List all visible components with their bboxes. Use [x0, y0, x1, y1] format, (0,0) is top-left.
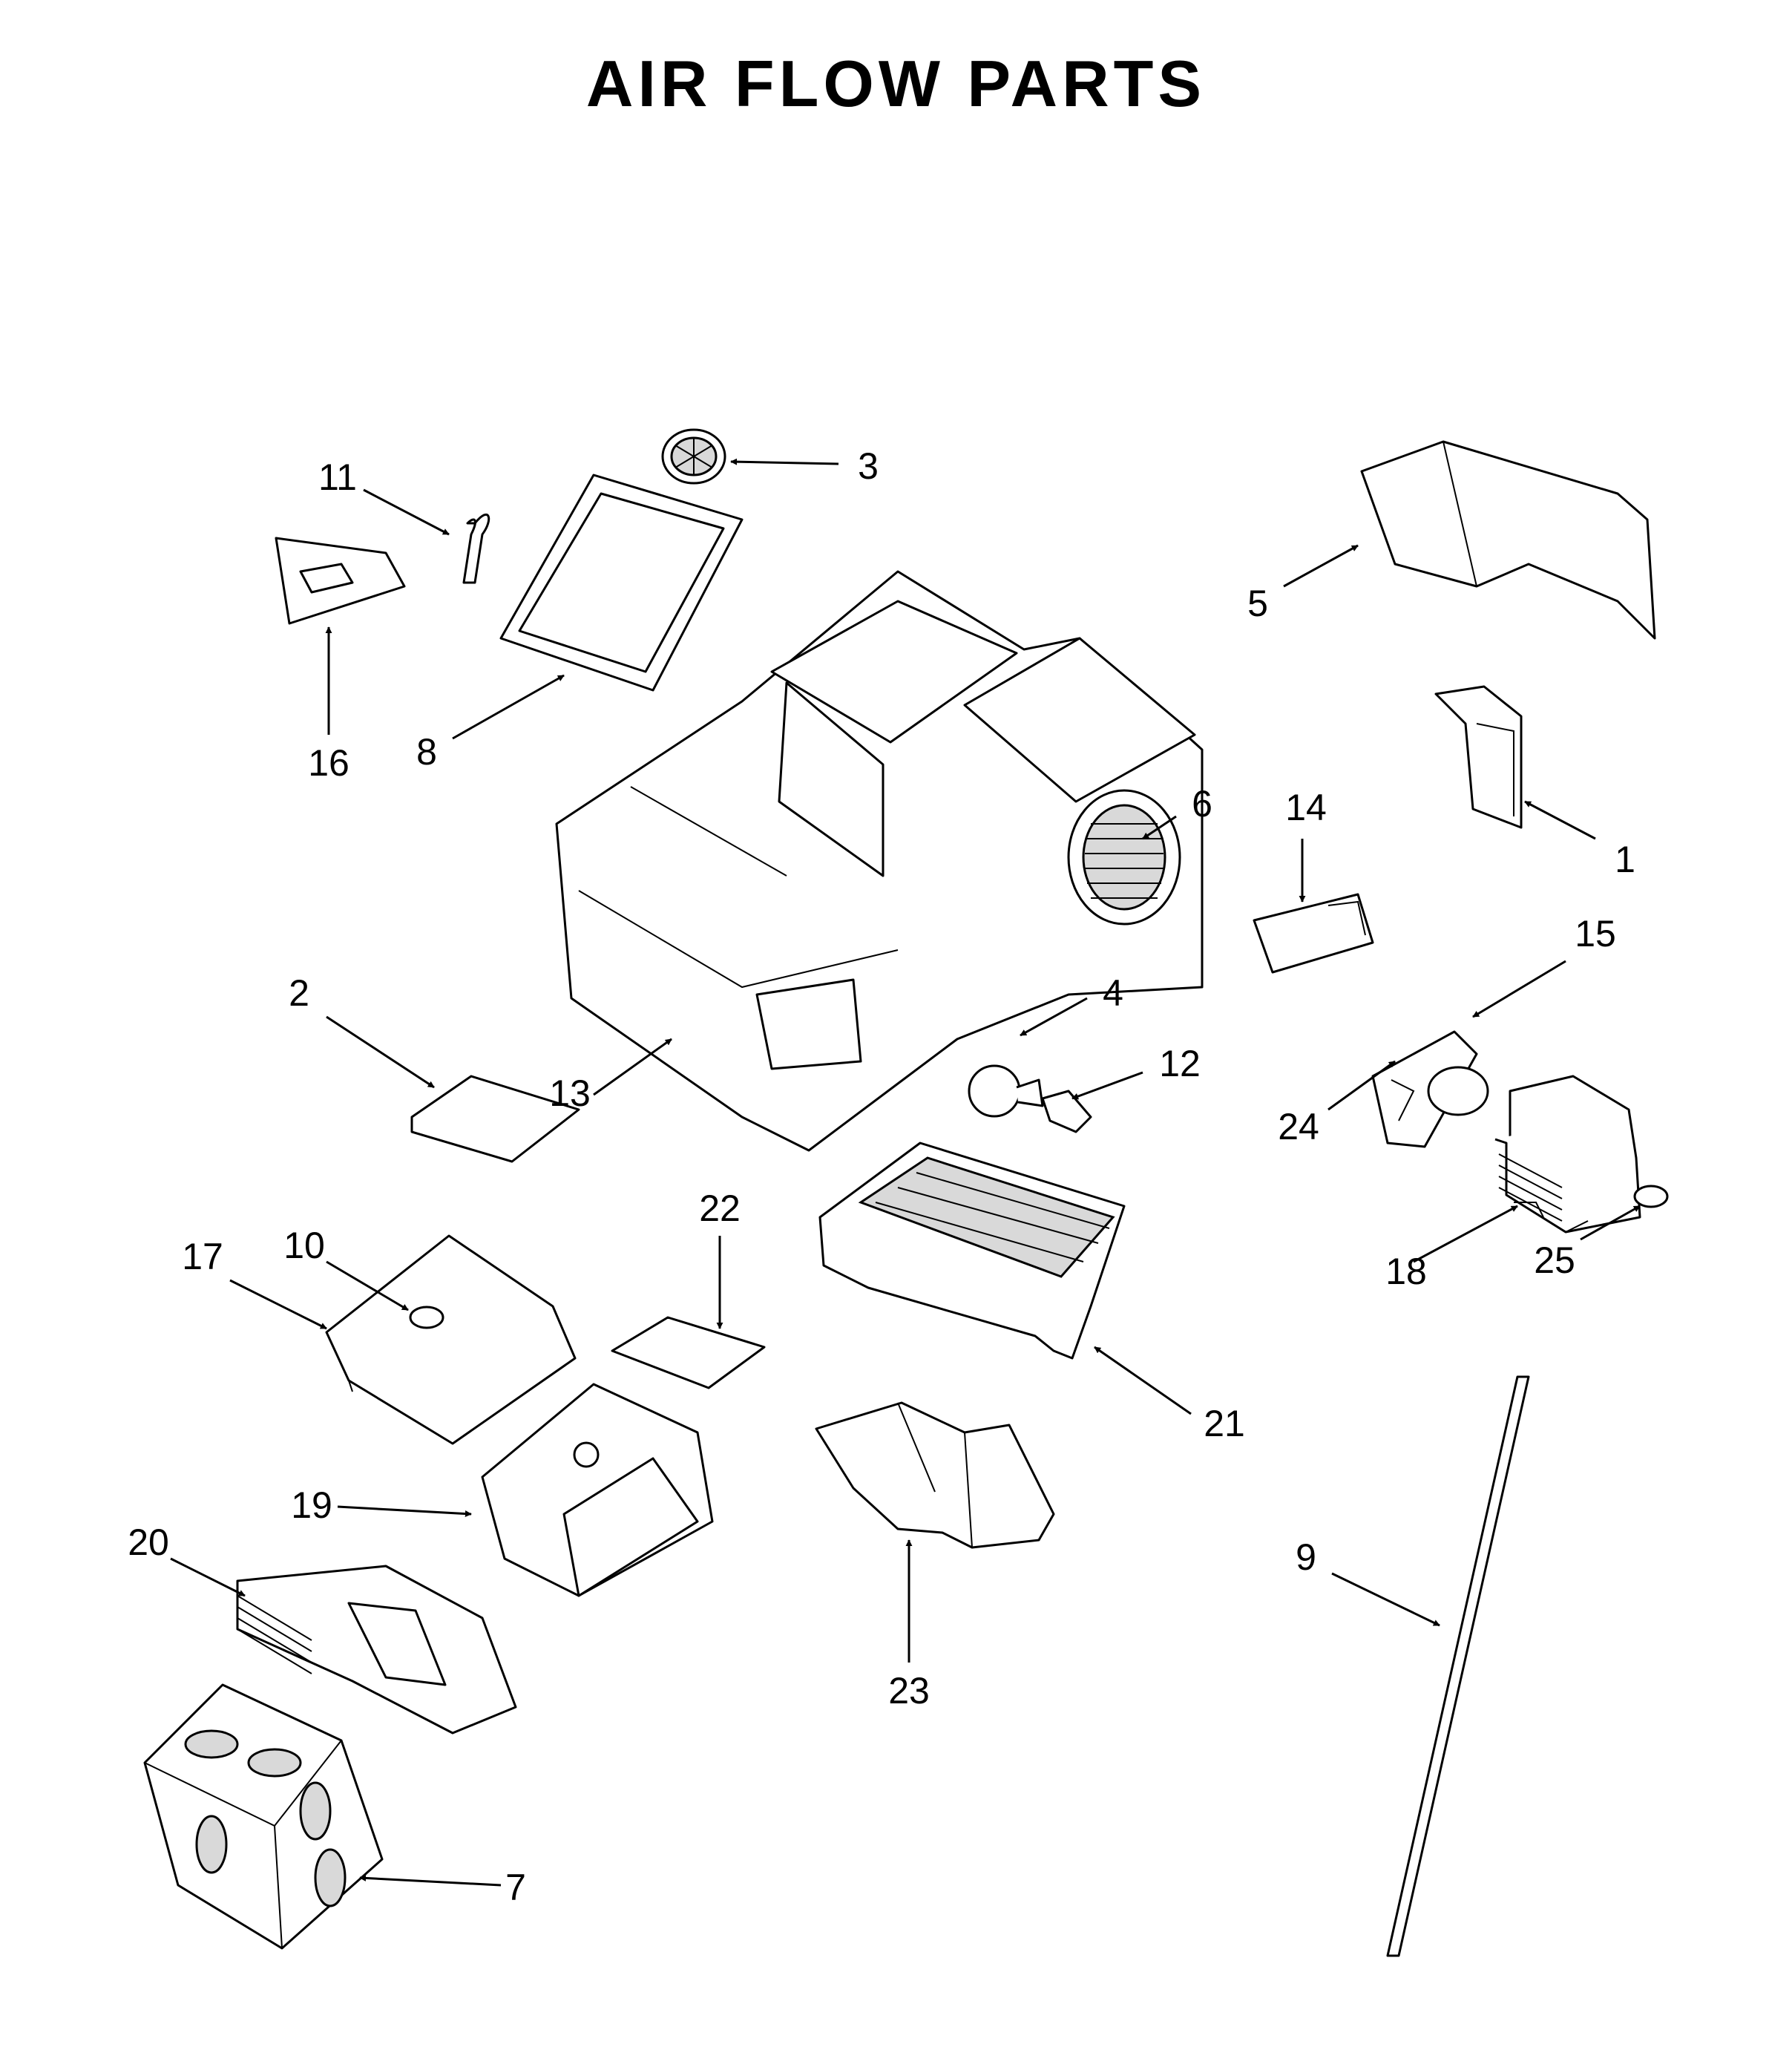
leader-21	[1094, 1346, 1192, 1415]
callout-19: 19	[291, 1484, 332, 1526]
callout-22: 22	[699, 1188, 741, 1229]
leader-2	[326, 1015, 435, 1089]
callout-labels: 1 2 3 4 5 6 7 8 9 10 11 12 13 14 15 16 1…	[128, 445, 1635, 1908]
part-15-24-assembly	[1371, 1030, 1489, 1148]
leader-12	[1071, 1071, 1143, 1100]
callout-17: 17	[182, 1236, 223, 1277]
part-20-fan-housing	[236, 1565, 517, 1735]
part-16-plate	[275, 537, 406, 625]
callout-10: 10	[283, 1225, 325, 1266]
callout-23: 23	[888, 1670, 930, 1712]
leader-19	[337, 1505, 472, 1518]
callout-20: 20	[128, 1522, 169, 1563]
callout-1: 1	[1615, 839, 1635, 880]
callout-12: 12	[1159, 1043, 1201, 1084]
part-19-bracket	[481, 1383, 714, 1597]
part-14-board	[1253, 893, 1374, 974]
leader-5	[1283, 544, 1359, 588]
callout-21: 21	[1204, 1403, 1245, 1444]
leader-18	[1413, 1205, 1518, 1263]
part-25-clip	[1633, 1185, 1669, 1208]
part-13-housing	[555, 570, 1204, 1152]
leader-8	[452, 674, 565, 740]
callout-2: 2	[289, 972, 309, 1014]
callout-3: 3	[858, 445, 879, 487]
part-3-damper	[661, 428, 726, 485]
part-21-grille-duct	[818, 1142, 1126, 1360]
leader-3	[730, 458, 839, 465]
callout-13: 13	[549, 1072, 591, 1114]
leader-10	[326, 1260, 409, 1311]
page-title: AIR FLOW PARTS	[585, 47, 1207, 120]
part-12-socket	[1041, 1090, 1092, 1133]
leader-17	[229, 1279, 327, 1330]
part-8-filter-frame	[499, 474, 744, 692]
leader-13	[593, 1038, 672, 1096]
callout-24: 24	[1278, 1106, 1319, 1147]
part-23-duct	[815, 1401, 1055, 1549]
leader-4	[1020, 997, 1088, 1037]
leader-9	[1331, 1572, 1440, 1627]
part-5-duct-cover	[1360, 440, 1656, 640]
callout-16: 16	[308, 742, 349, 784]
part-1-bracket	[1434, 685, 1523, 829]
part-10-thermostat	[409, 1306, 444, 1329]
callout-18: 18	[1385, 1251, 1427, 1292]
leader-15	[1472, 960, 1566, 1018]
leader-6	[1142, 815, 1177, 840]
part-11-tube	[462, 513, 490, 584]
part-2-plate	[410, 1075, 580, 1163]
leader-lines	[170, 458, 1641, 1887]
part-9-rod	[1386, 1375, 1530, 1957]
part-7-cage	[143, 1683, 384, 1950]
callout-15: 15	[1575, 913, 1616, 954]
leader-1	[1524, 800, 1596, 840]
callout-25: 25	[1534, 1239, 1575, 1281]
part-17-cover	[325, 1234, 577, 1445]
leader-7	[359, 1874, 502, 1887]
callout-5: 5	[1247, 583, 1268, 624]
callout-4: 4	[1103, 972, 1123, 1014]
callout-8: 8	[416, 731, 437, 773]
leader-24	[1327, 1060, 1396, 1111]
callout-14: 14	[1285, 787, 1327, 828]
part-22-plate	[611, 1316, 766, 1389]
callout-9: 9	[1296, 1536, 1316, 1578]
callout-7: 7	[505, 1867, 526, 1908]
callout-11: 11	[318, 456, 357, 498]
leader-11	[363, 488, 450, 536]
part-18-transformer	[1494, 1075, 1641, 1234]
leader-20	[170, 1557, 246, 1597]
leader-25	[1580, 1205, 1641, 1241]
callout-6: 6	[1192, 783, 1212, 825]
part-4-lamp	[968, 1064, 1044, 1118]
